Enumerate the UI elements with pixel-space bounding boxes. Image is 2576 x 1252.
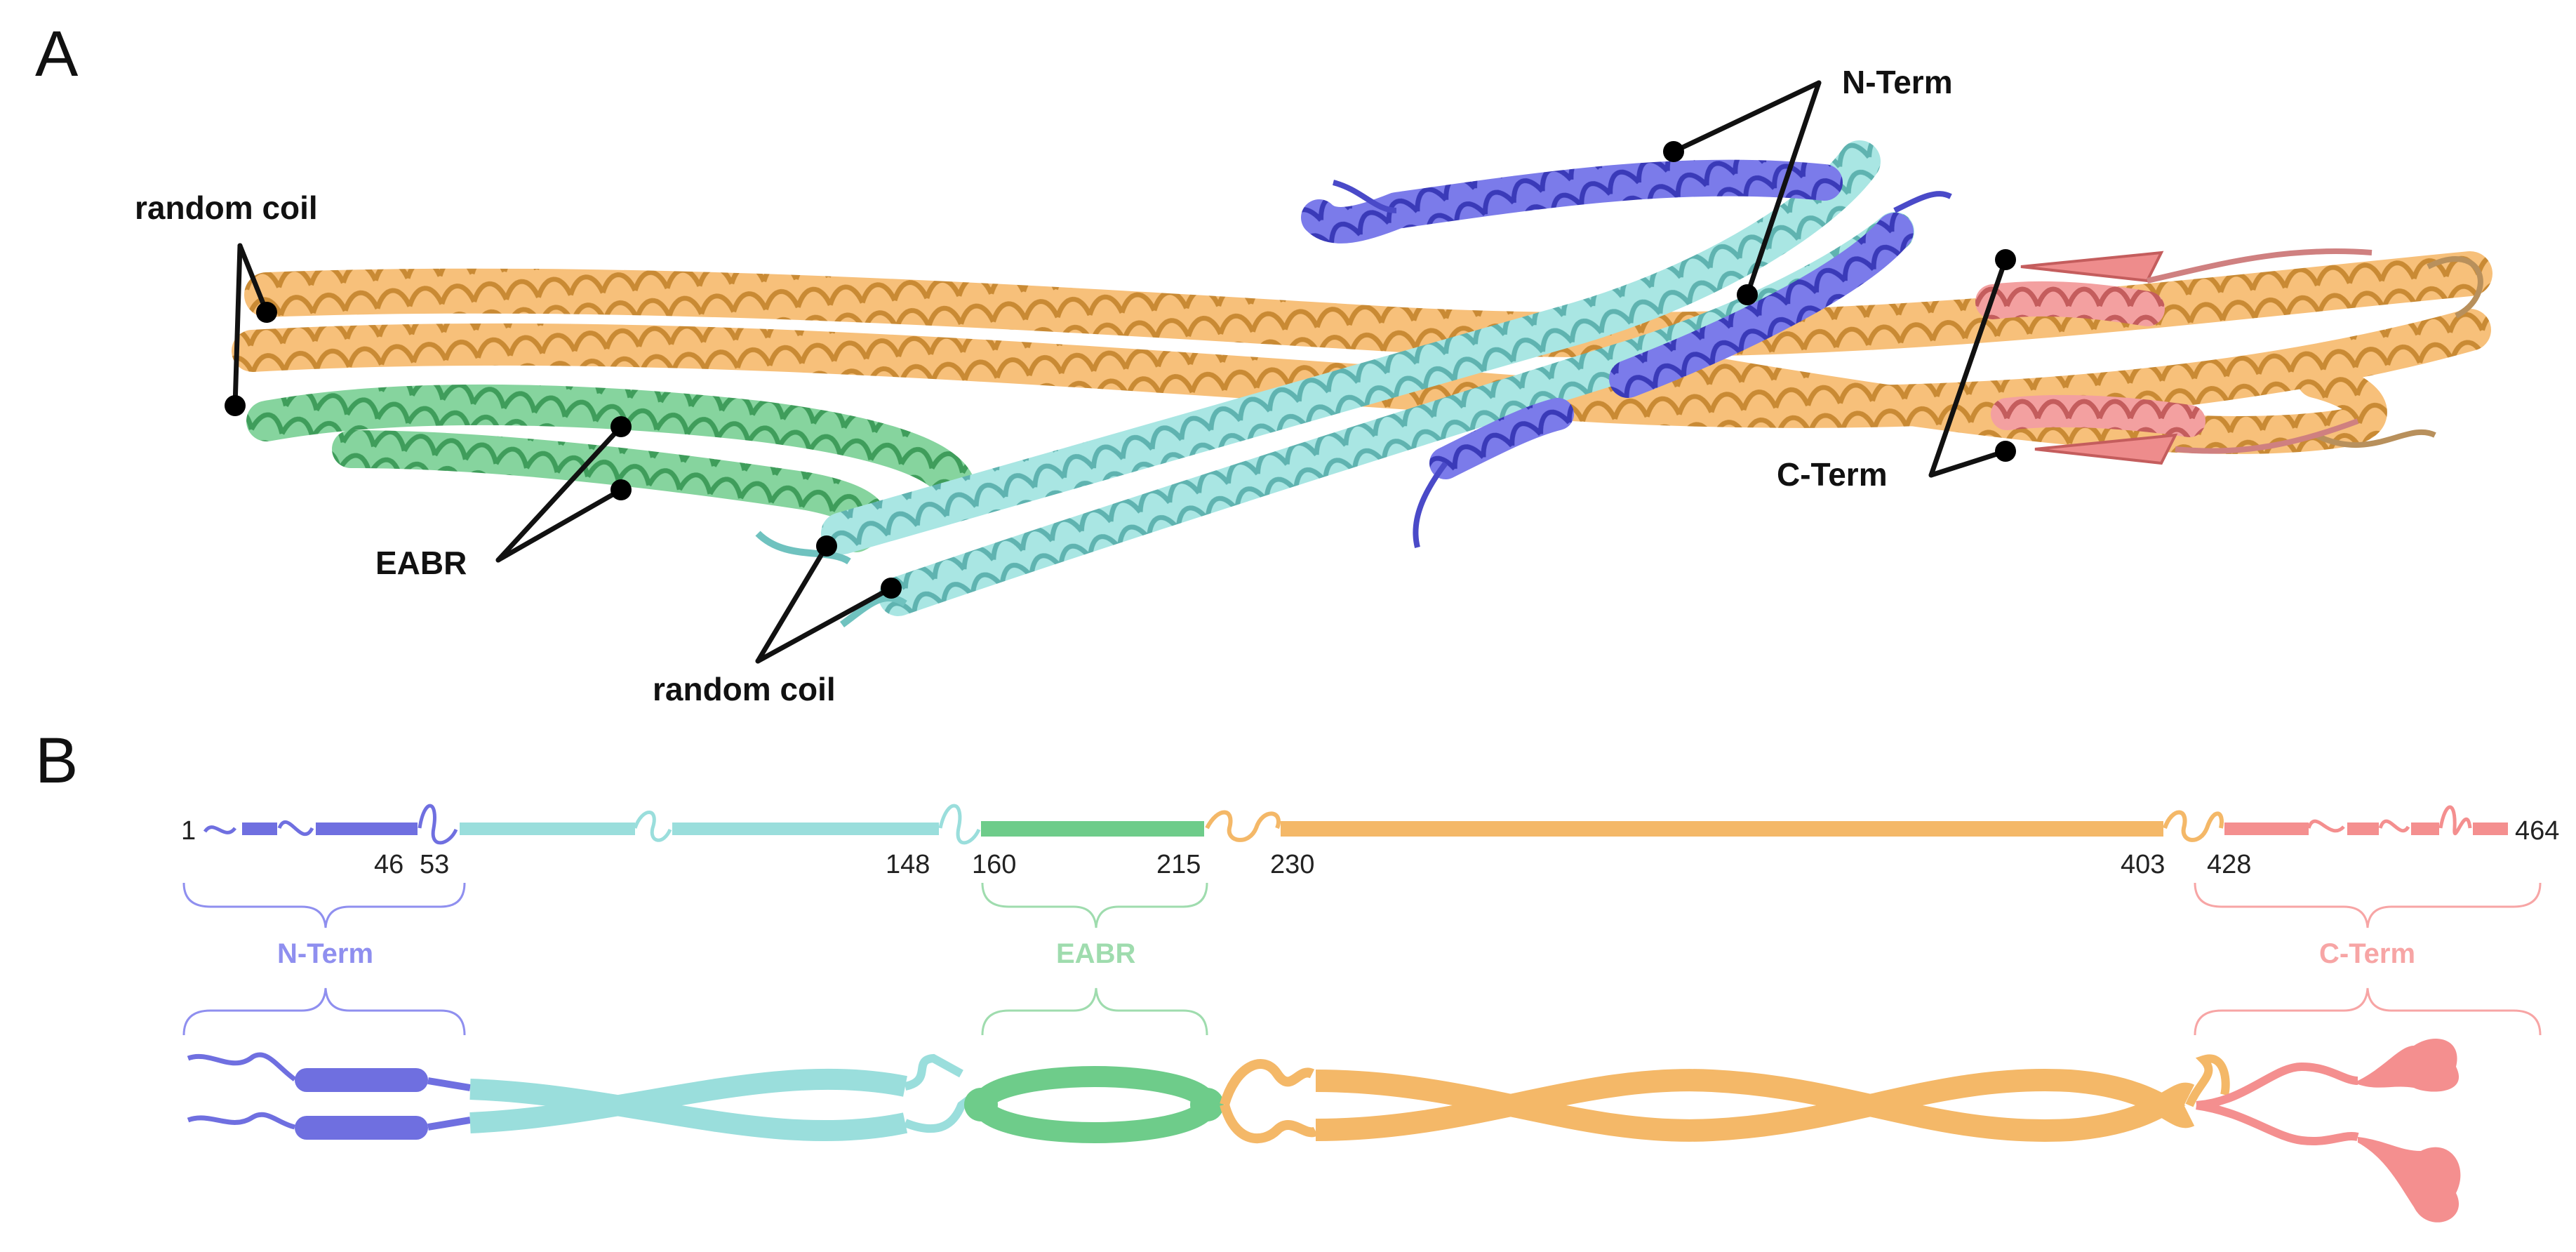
residue-number: 215 bbox=[1156, 850, 1201, 879]
segment-nterm bbox=[203, 804, 458, 845]
residue-number: 148 bbox=[886, 850, 930, 879]
callout-eabr-label: EABR bbox=[375, 545, 467, 581]
blue-helix-top bbox=[1301, 159, 1843, 244]
leader-line bbox=[237, 243, 269, 315]
dimer-coil2 bbox=[1220, 1054, 2230, 1143]
callout-dot bbox=[256, 302, 277, 323]
ribbon-structure bbox=[232, 140, 2492, 627]
segment-cterm bbox=[2224, 805, 2508, 836]
residue-numbers: 1 46 53 148 160 215 230 403 428 464 bbox=[181, 816, 2559, 879]
pink-coil bbox=[2147, 248, 2373, 454]
callout-dot bbox=[1995, 441, 2016, 462]
segment-coil1 bbox=[460, 804, 981, 845]
residue-number: 403 bbox=[2121, 850, 2165, 879]
residue-number: 53 bbox=[420, 850, 449, 879]
domain-label-eabr: EABR bbox=[1056, 938, 1135, 969]
domain-map bbox=[203, 804, 2508, 845]
pink-helix-2 bbox=[1991, 394, 2205, 437]
callout-dot bbox=[610, 479, 632, 500]
bracket-nterm bbox=[182, 882, 466, 1036]
segment-coil2 bbox=[1205, 810, 2224, 842]
panel-a: A N-Term bbox=[35, 18, 2492, 707]
callout-random-coil-bottom: random coil bbox=[653, 535, 902, 707]
callout-cterm-label: C-Term bbox=[1777, 456, 1888, 493]
callout-dot bbox=[881, 578, 902, 599]
leader-line bbox=[232, 243, 243, 408]
pink-sheet bbox=[2020, 251, 2178, 465]
dimer-schematic bbox=[187, 1039, 2461, 1223]
bracket-eabr bbox=[981, 882, 1208, 1036]
callout-cterm: C-Term bbox=[1777, 249, 2016, 493]
dimer-nterm bbox=[187, 1052, 471, 1140]
callout-random-coil-top-label: random coil bbox=[135, 189, 318, 226]
leader-line bbox=[755, 543, 829, 664]
callout-dot bbox=[1737, 284, 1758, 305]
domain-label-cterm: C-Term bbox=[2319, 938, 2415, 969]
residue-number: 230 bbox=[1270, 850, 1314, 879]
domain-label-nterm: N-Term bbox=[277, 938, 373, 969]
leader-line bbox=[755, 585, 894, 664]
residue-number: 428 bbox=[2207, 850, 2251, 879]
green-helix-lower bbox=[332, 430, 888, 552]
dimer-cterm bbox=[2196, 1039, 2461, 1223]
callout-dot bbox=[610, 416, 632, 437]
dimer-eabr bbox=[964, 1066, 1224, 1143]
green-helix-upper bbox=[246, 384, 975, 505]
leader-line bbox=[1928, 257, 2008, 478]
leader-line bbox=[1744, 80, 1822, 298]
leader-line bbox=[1671, 80, 1822, 154]
cyan-coil bbox=[755, 531, 907, 627]
leader-line bbox=[1928, 448, 2008, 478]
residue-number: 46 bbox=[374, 850, 403, 879]
callout-random-coil-top: random coil bbox=[135, 189, 318, 416]
leader-line bbox=[495, 424, 624, 563]
blue-helix-low bbox=[1429, 398, 1574, 479]
residue-number: 160 bbox=[972, 850, 1016, 879]
callout-random-coil-bottom-label: random coil bbox=[653, 671, 836, 707]
orange-loop bbox=[2314, 256, 2483, 448]
callout-dot bbox=[1663, 141, 1684, 162]
callout-dot bbox=[1995, 249, 2016, 270]
dimer-coil1 bbox=[469, 1053, 978, 1142]
pink-helix-1 bbox=[1975, 281, 2165, 326]
residue-number: 464 bbox=[2515, 816, 2559, 846]
bracket-cterm bbox=[2194, 882, 2542, 1036]
panel-a-letter: A bbox=[35, 18, 79, 90]
callout-eabr: EABR bbox=[375, 416, 632, 581]
blue-helix-mid bbox=[1609, 213, 1914, 398]
panel-b: B bbox=[35, 725, 2559, 1223]
orange-helix-lower bbox=[232, 309, 2491, 428]
callout-dot bbox=[225, 395, 246, 416]
residue-number: 1 bbox=[181, 816, 196, 846]
leader-line bbox=[495, 487, 624, 563]
segment-eabr bbox=[981, 821, 1204, 837]
callout-dot bbox=[816, 535, 837, 557]
callout-nterm-label: N-Term bbox=[1842, 64, 1953, 100]
panel-b-letter: B bbox=[35, 725, 78, 797]
callout-nterm: N-Term bbox=[1663, 64, 1953, 305]
cyan-helix-1 bbox=[821, 140, 1881, 554]
blue-coil bbox=[1332, 180, 1952, 548]
orange-helix-right bbox=[1630, 346, 2387, 454]
